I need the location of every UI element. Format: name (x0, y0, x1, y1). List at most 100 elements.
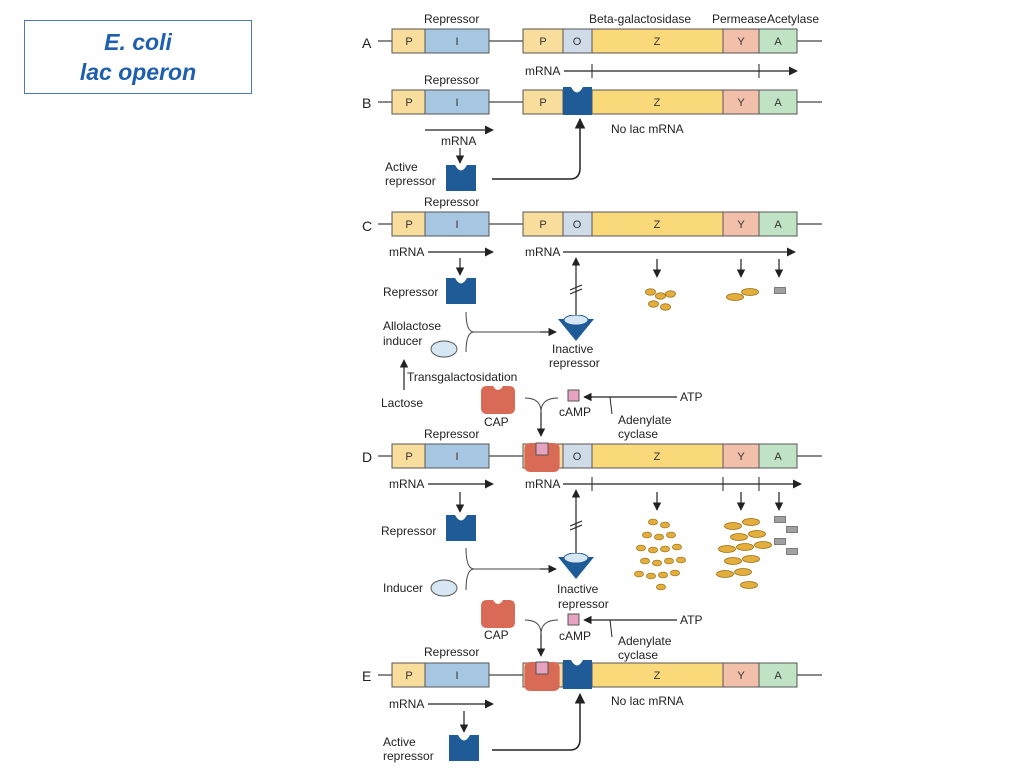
diagram-label: Y (737, 219, 745, 231)
label-mrna: mRNA (389, 245, 424, 259)
gene-segment (424, 662, 490, 688)
gene-i (424, 28, 490, 54)
label-repressor-gene: Repressor (424, 645, 479, 659)
diagram-label: A (774, 670, 782, 682)
gene-segment (522, 89, 564, 115)
gene-segment (391, 89, 426, 115)
camp-icon (567, 389, 580, 402)
camp-icon (567, 613, 580, 626)
connector-line (569, 520, 583, 527)
row-label-d: D (362, 449, 372, 465)
label-repressor-gene: Repressor (424, 195, 479, 209)
label-mrna: mRNA (441, 134, 476, 148)
diagram-label: P (539, 36, 546, 48)
diagram-label: I (455, 451, 458, 463)
diagram-label: Inactive (557, 582, 599, 596)
inactive-repressor-icon (558, 315, 594, 341)
gene-o (562, 28, 593, 54)
label-repressor-gene: Repressor (424, 427, 479, 441)
diagram-label: P (405, 97, 412, 109)
diagram-label: ATP (680, 613, 702, 627)
diagram-label: Repressor (383, 285, 438, 299)
connector-line (492, 692, 586, 751)
row-label-e: E (362, 668, 371, 684)
diagram-label: P (405, 219, 412, 231)
gene-segment (591, 89, 724, 115)
gene-segment (758, 89, 798, 115)
diagram-label: Y (737, 36, 745, 48)
connector-line (465, 547, 552, 570)
gene-segment (591, 662, 724, 688)
diagram-label: Y (737, 670, 745, 682)
gene-segment (522, 211, 564, 237)
gene-segment (758, 662, 798, 688)
connector-line (524, 619, 559, 635)
title-box: E. coli lac operon (24, 20, 252, 94)
diagram-label: repressor (383, 749, 434, 763)
connector-line (492, 117, 586, 180)
diagram-label: I (455, 36, 458, 48)
beta-galactosidase-products (645, 288, 676, 311)
gene-segment (391, 211, 426, 237)
diagram-label: Lactose (381, 396, 423, 410)
diagram-label: Z (654, 670, 661, 682)
gene-segment (424, 211, 490, 237)
label-no-lac-mrna: No lac mRNA (611, 694, 684, 708)
connector-line (524, 397, 559, 413)
diagram-label: A (774, 219, 782, 231)
connector-line (465, 311, 552, 333)
gene-segment (391, 662, 426, 688)
label-mrna: mRNA (525, 64, 560, 78)
title-line-1: E. coli (104, 29, 172, 55)
diagram-label: Y (737, 451, 745, 463)
diagram-label: Adenylate (618, 634, 672, 648)
title-line-2: lac operon (79, 59, 197, 85)
diagram-label: CAP (484, 415, 509, 429)
bound-camp-icon (535, 442, 549, 456)
active-repressor-icon (449, 735, 479, 761)
cap-icon (481, 600, 515, 628)
label-mrna: mRNA (525, 245, 560, 259)
diagram-label: I (455, 97, 458, 109)
acetylase-products-induced (774, 516, 798, 555)
diagram-label: A (774, 36, 782, 48)
label-permease: Permease (712, 12, 767, 26)
diagram-label: repressor (385, 174, 436, 188)
diagram-label: Active (383, 735, 416, 749)
gene-segment (758, 211, 798, 237)
label-repressor-gene: Repressor (424, 73, 479, 87)
inducer-icon (430, 579, 458, 597)
bound-repressor (563, 87, 592, 115)
diagram-label: A (774, 451, 782, 463)
connector-line (465, 568, 475, 591)
diagram-label: cyclase (618, 427, 658, 441)
label-mrna: mRNA (389, 697, 424, 711)
diagram-label: cAMP (559, 405, 591, 419)
gene-segment (722, 443, 760, 469)
diagram-label: I (455, 219, 458, 231)
diagram-label: P (405, 451, 412, 463)
diagram-label: P (539, 97, 546, 109)
diagram-label: CAP (484, 628, 509, 642)
permease-products (726, 288, 759, 301)
bound-repressor (563, 660, 592, 689)
gene-p-regulator (391, 28, 426, 54)
active-repressor-icon (446, 165, 476, 191)
diagram-label: Z (654, 451, 661, 463)
diagram-label: P (405, 670, 412, 682)
connector-line (609, 396, 613, 415)
gene-segment (424, 443, 490, 469)
diagram-label: cyclase (618, 648, 658, 662)
row-label-c: C (362, 218, 372, 234)
gene-segment (591, 443, 724, 469)
gene-segment (424, 89, 490, 115)
diagram-label: Adenylate (618, 413, 672, 427)
connector-line (465, 331, 475, 353)
gene-segment (722, 211, 760, 237)
diagram-label: I (455, 670, 458, 682)
diagram-label: repressor (558, 597, 609, 611)
connector-line (569, 284, 583, 291)
diagram-label: Z (654, 36, 661, 48)
label-acetylase: Acetylase (767, 12, 819, 26)
gene-segment (562, 443, 593, 469)
